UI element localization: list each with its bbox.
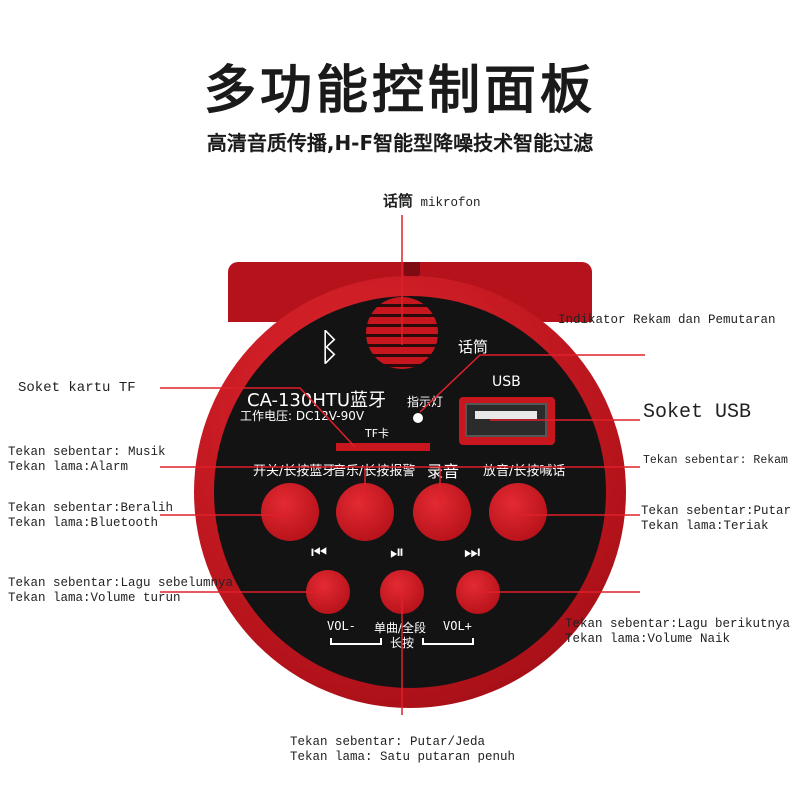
page-title: 多功能控制面板 xyxy=(203,61,596,121)
playback-shout-button[interactable] xyxy=(489,483,547,541)
bracket-left xyxy=(330,638,382,645)
mode-label: 单曲/全段 xyxy=(374,621,427,635)
bracket-right xyxy=(422,638,474,645)
tf-annotation: Soket kartu TF xyxy=(18,380,136,396)
play-annotation-long: Tekan lama:Teriak xyxy=(641,519,769,533)
power-annotation-short: Tekan sebentar:Beralih xyxy=(8,501,174,515)
play-annotation-short: Tekan sebentar:Putar xyxy=(641,504,792,518)
bluetooth-icon: ᛒ xyxy=(318,325,341,369)
usb-label: USB xyxy=(492,374,521,390)
mic-annotation-cn: 话筒 xyxy=(383,192,414,210)
previous-icon: ⏮ xyxy=(311,542,328,563)
usb-annotation: Soket USB xyxy=(643,401,752,424)
record-annotation: Tekan sebentar: Rekam xyxy=(643,454,788,467)
tf-label: TF卡 xyxy=(365,427,390,440)
record-button[interactable] xyxy=(413,483,471,541)
next-icon: ⏭ xyxy=(464,542,481,563)
indicator-leader xyxy=(419,354,645,413)
prev-annotation-short: Tekan sebentar:Lagu sebelumnya xyxy=(8,576,234,590)
prev-annotation-long: Tekan lama:Volume turun xyxy=(8,591,181,605)
music-annotation-long: Tekan lama:Alarm xyxy=(8,460,129,474)
model-label: CA-130HTU蓝牙 xyxy=(247,390,387,411)
indicator-led xyxy=(413,413,423,423)
mic-annotation: mikrofon xyxy=(420,196,481,210)
power-annotation-long: Tekan lama:Bluetooth xyxy=(8,516,159,530)
indicator-annotation: Indikator Rekam dan Pemutaran xyxy=(558,313,776,327)
subtitle: 高清音质传播,H-F智能型降噪技术智能过滤 xyxy=(206,131,594,155)
next-annotation-long: Tekan lama:Volume Naik xyxy=(565,632,731,646)
mic-label: 话筒 xyxy=(458,338,489,356)
pause-annotation-long: Tekan lama: Satu putaran penuh xyxy=(290,750,516,764)
pause-annotation-short: Tekan sebentar: Putar/Jeda xyxy=(290,735,486,749)
tf-card-slot[interactable] xyxy=(336,443,430,451)
vol-plus-label: VOL+ xyxy=(443,619,472,633)
voltage-label: 工作电压: DC12V-90V xyxy=(240,409,365,423)
tf-leader xyxy=(160,387,356,448)
play-pause-icon: ⏯ xyxy=(390,542,405,563)
music-leader xyxy=(160,466,640,505)
vol-minus-label: VOL- xyxy=(327,619,356,633)
power-bluetooth-button[interactable] xyxy=(261,483,319,541)
next-annotation-short: Tekan sebentar:Lagu berikutnya xyxy=(565,617,791,631)
music-annotation-short: Tekan sebentar: Musik xyxy=(8,445,166,459)
